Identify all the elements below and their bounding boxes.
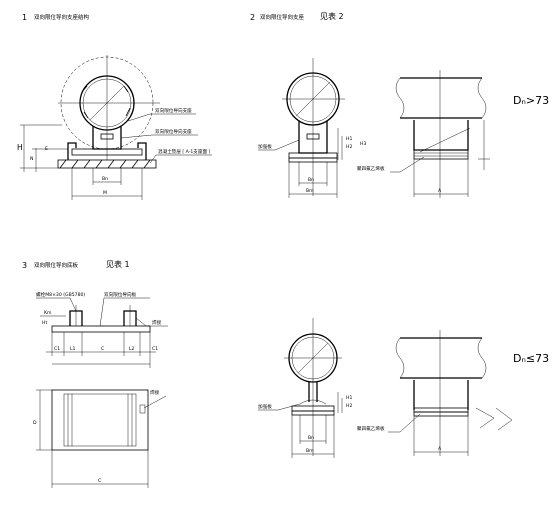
figure-1-dim-b: Bn bbox=[102, 176, 108, 182]
figure-3-dim-l1: L1 bbox=[70, 346, 76, 352]
figure-3-label-ht: Ht bbox=[42, 320, 47, 326]
figure-3-plan-outer bbox=[51, 389, 149, 451]
figure-2-dim-a: Bn bbox=[308, 177, 314, 183]
figure-4-pipe-side bbox=[400, 337, 482, 379]
figure-1-pipe-hatch bbox=[81, 85, 131, 119]
figure-3-dim-bottom: C bbox=[98, 478, 101, 484]
figure-1-number: 1 bbox=[22, 13, 27, 22]
figure-3-dim-c1-right: C1 bbox=[152, 346, 158, 352]
figure-3-base-plate bbox=[51, 325, 151, 333]
figure-1-title: 双向限位导向支座结构 bbox=[34, 13, 90, 21]
figure-4-watermark bbox=[475, 407, 513, 431]
figure-1-guide-left bbox=[67, 142, 77, 160]
figure-1: 1 双向限位导向支座结构 bbox=[17, 13, 212, 200]
figure-1-base bbox=[57, 159, 157, 169]
figure-2-label-h2: H2 bbox=[346, 144, 352, 150]
figure-1-callout-2: 双向限位导向支座 bbox=[155, 128, 192, 135]
figure-4: H1 H2 加强板 Bn Bm A Dₙ≤73 聚四氟乙烯板 bbox=[258, 318, 549, 458]
figure-1-dim-m: M bbox=[103, 190, 107, 196]
figure-2-slide-plate bbox=[288, 157, 338, 163]
figure-1-callout-1: 双向限位导向支座 bbox=[155, 107, 192, 114]
figure-1-dim-e: E bbox=[45, 146, 48, 152]
figure-4-dn-label: Dₙ≤73 bbox=[513, 352, 549, 365]
figure-4-dim-c: A bbox=[438, 446, 442, 452]
figure-2-label-h3: H3 bbox=[360, 141, 366, 147]
figure-3: 3 双向限位导向底板 见表 1 螺栓M8×30 (GB5780) 双向限位导向板… bbox=[22, 259, 168, 488]
figure-2-dim-b: Bm bbox=[306, 188, 314, 194]
figure-3-dim-l2: L2 bbox=[129, 346, 135, 352]
figure-3-dim-side: D bbox=[33, 420, 37, 426]
figure-3-callout-weld: 焊接 bbox=[150, 389, 160, 396]
figure-3-weld-mark bbox=[139, 404, 146, 414]
figure-4-label-h2: H2 bbox=[346, 403, 352, 409]
figure-1-slide-plate bbox=[71, 148, 143, 156]
figure-3-dim-c1-left: C1 bbox=[54, 346, 60, 352]
figure-4-dim-a: Bn bbox=[308, 435, 314, 441]
figure-4-callout-bottom: 聚四氟乙烯板 bbox=[357, 425, 385, 432]
figure-3-dim-c: C bbox=[101, 346, 104, 352]
figure-4-label-h1: H1 bbox=[346, 395, 352, 401]
figure-4-dim-b: Bm bbox=[306, 448, 314, 454]
figure-2-callout-left: 加强板 bbox=[258, 143, 272, 150]
figure-3-callout-top-left: 螺栓M8×30 (GB5780) bbox=[36, 291, 85, 298]
figure-2-pipe-side bbox=[400, 77, 482, 119]
figure-2-number: 2 bbox=[250, 13, 255, 22]
figure-2-callout-bottom: 聚四氟乙烯板 bbox=[357, 165, 385, 172]
figure-2-dn-label: Dₙ>73 bbox=[513, 94, 549, 107]
figure-3-number: 3 bbox=[22, 261, 27, 270]
figure-1-dim-h: H bbox=[17, 143, 23, 152]
figure-2-dim-c: A bbox=[438, 188, 442, 194]
figure-2-subtitle: 见表 2 bbox=[320, 11, 344, 21]
figure-3-title: 双向限位导向底板 bbox=[34, 261, 79, 269]
figure-2-label-h1: H1 bbox=[346, 136, 352, 142]
figure-1-slot bbox=[100, 133, 114, 140]
figure-3-subtitle: 见表 1 bbox=[106, 259, 130, 269]
figure-3-label-km: Km bbox=[44, 310, 52, 316]
figure-3-callout-top-right: 双向限位导向板 bbox=[104, 291, 137, 298]
figure-4-support-web bbox=[308, 382, 318, 402]
figure-2: 2 双向限位导向支座 见表 2 H1 H2 H3 加强板 Bn Bm bbox=[250, 11, 549, 198]
figure-1-guide-right bbox=[137, 142, 147, 160]
figure-3-callout-right: 焊接 bbox=[152, 319, 162, 326]
figure-2-title: 双向限位导向支座 bbox=[260, 13, 305, 21]
figure-1-callout-3: 混凝土垫层 [ A-1支座面 ] bbox=[158, 148, 211, 155]
figure-1-dim-n: N bbox=[30, 156, 33, 162]
figure-4-callout-left: 加强板 bbox=[258, 403, 272, 410]
